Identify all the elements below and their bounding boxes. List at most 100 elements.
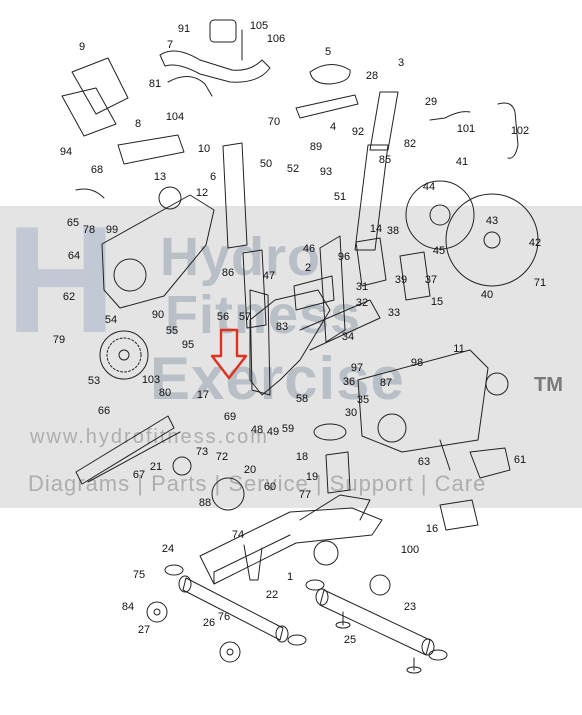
callout-74: 74 xyxy=(232,529,244,541)
callout-69: 69 xyxy=(224,411,236,423)
callout-76: 76 xyxy=(218,611,230,623)
callout-23: 23 xyxy=(404,601,416,613)
callout-9: 9 xyxy=(79,41,85,53)
callout-28: 28 xyxy=(366,70,378,82)
callout-labels: 1234567891011121314151617181920212223242… xyxy=(53,20,546,646)
resistance-mechanism xyxy=(293,237,431,311)
watermark-tagline: Diagrams | Parts | Service | Support | C… xyxy=(28,471,487,496)
callout-7: 7 xyxy=(167,39,173,51)
callout-86: 86 xyxy=(222,267,234,279)
callout-17: 17 xyxy=(197,389,209,401)
callout-59: 59 xyxy=(282,423,294,435)
callout-45: 45 xyxy=(433,245,445,257)
callout-35: 35 xyxy=(357,394,369,406)
callout-63: 63 xyxy=(418,456,430,468)
callout-33: 33 xyxy=(388,307,400,319)
callout-60: 60 xyxy=(264,481,276,493)
frame-1-base xyxy=(199,494,383,585)
callout-5: 5 xyxy=(325,46,331,58)
front-stabilizer-23 xyxy=(315,588,435,656)
drive-pulley-53 xyxy=(99,330,149,380)
callout-13: 13 xyxy=(154,171,166,183)
callout-73: 73 xyxy=(196,446,208,458)
highlight-arrow xyxy=(210,328,248,380)
callout-6: 6 xyxy=(210,171,216,183)
callout-4: 4 xyxy=(330,121,336,133)
callout-32: 32 xyxy=(356,297,368,309)
callout-14: 14 xyxy=(370,223,382,235)
callout-42: 42 xyxy=(529,237,541,249)
callout-22: 22 xyxy=(266,589,278,601)
callout-37: 37 xyxy=(425,274,437,286)
pedal-and-crank xyxy=(439,439,511,531)
callout-38: 38 xyxy=(387,225,399,237)
callout-82: 82 xyxy=(404,138,416,150)
callout-85: 85 xyxy=(379,154,391,166)
right-cover-11 xyxy=(357,349,489,453)
callout-52: 52 xyxy=(287,163,299,175)
callout-100: 100 xyxy=(401,544,419,556)
callout-29: 29 xyxy=(425,96,437,108)
callout-97: 97 xyxy=(351,362,363,374)
callout-46: 46 xyxy=(303,243,315,255)
callout-104: 104 xyxy=(166,111,184,123)
handlebar-7 xyxy=(159,19,271,97)
callout-27: 27 xyxy=(138,624,150,636)
callout-56: 56 xyxy=(217,311,229,323)
callout-16: 16 xyxy=(426,523,438,535)
callout-89: 89 xyxy=(310,141,322,153)
callout-40: 40 xyxy=(481,289,493,301)
callout-8: 8 xyxy=(135,118,141,130)
callout-31: 31 xyxy=(356,281,368,293)
frame-upper-2 xyxy=(249,289,381,396)
callout-55: 55 xyxy=(166,325,178,337)
watermark-trademark: TM xyxy=(534,374,563,396)
callout-62: 62 xyxy=(63,291,75,303)
callout-105: 105 xyxy=(250,20,268,32)
callout-101: 101 xyxy=(457,123,475,135)
callout-54: 54 xyxy=(105,314,117,326)
callout-94: 94 xyxy=(60,146,72,158)
callout-30: 30 xyxy=(345,407,357,419)
post-6 xyxy=(222,142,248,249)
callout-78: 78 xyxy=(83,224,95,236)
cables-101-102 xyxy=(75,102,519,199)
callout-81: 81 xyxy=(149,78,161,90)
callout-43: 43 xyxy=(486,215,498,227)
callout-34: 34 xyxy=(342,331,354,343)
callout-103: 103 xyxy=(142,374,160,386)
callout-91: 91 xyxy=(178,23,190,35)
callout-106: 106 xyxy=(267,33,285,45)
callout-95: 95 xyxy=(182,339,194,351)
callout-87: 87 xyxy=(380,377,392,389)
callout-98: 98 xyxy=(411,357,423,369)
callout-77: 77 xyxy=(299,489,311,501)
callout-75: 75 xyxy=(133,569,145,581)
callout-26: 26 xyxy=(203,617,215,629)
callout-15: 15 xyxy=(431,296,443,308)
cover-10 xyxy=(117,134,185,165)
belt-67 xyxy=(75,415,181,485)
callout-66: 66 xyxy=(98,405,110,417)
callout-99: 99 xyxy=(106,224,118,236)
callout-19: 19 xyxy=(306,471,318,483)
callout-3: 3 xyxy=(398,57,404,69)
callout-61: 61 xyxy=(514,454,526,466)
callout-24: 24 xyxy=(162,543,174,555)
callout-48: 48 xyxy=(251,424,263,436)
callout-18: 18 xyxy=(296,451,308,463)
console-9 xyxy=(61,57,129,137)
callout-12: 12 xyxy=(196,187,208,199)
callout-70: 70 xyxy=(268,116,280,128)
callout-2: 2 xyxy=(305,262,311,274)
callout-96: 96 xyxy=(338,251,350,263)
callout-68: 68 xyxy=(91,164,103,176)
post-46 xyxy=(242,235,346,343)
callout-88: 88 xyxy=(199,497,211,509)
callout-84: 84 xyxy=(122,601,134,613)
watermark-url: www.hydrofitness.com xyxy=(30,426,269,448)
callout-72: 72 xyxy=(216,451,228,463)
callout-53: 53 xyxy=(88,375,100,387)
